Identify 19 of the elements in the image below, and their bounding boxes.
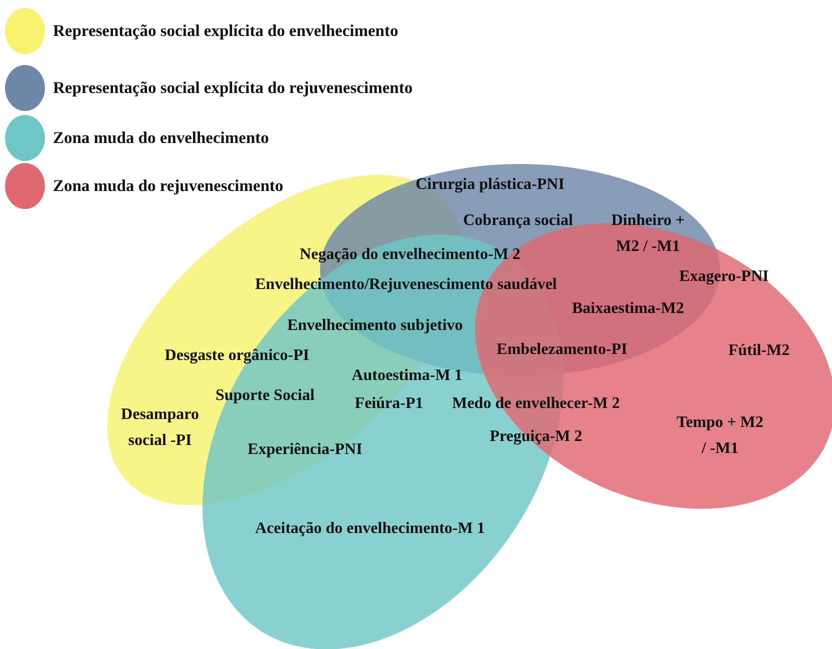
legend-label: Zona muda do rejuvenescimento bbox=[53, 176, 284, 196]
region-term: Dinheiro + M2 / -M1 bbox=[610, 211, 686, 257]
region-term: Tempo + M2 / -M1 bbox=[676, 413, 764, 459]
region-term: Feiúra-P1 bbox=[354, 394, 424, 414]
region-term: Autoestima-M 1 bbox=[352, 366, 462, 386]
region-term: Fútil-M2 bbox=[728, 341, 790, 361]
region-term: Baixaestima-M2 bbox=[572, 299, 684, 319]
region-term: Cobrança social bbox=[463, 211, 573, 231]
region-term: Aceitação do envelhecimento-M 1 bbox=[255, 519, 485, 539]
region-term: Experiência-PNI bbox=[248, 440, 362, 460]
region-term: Medo de envelhecer-M 2 bbox=[452, 394, 620, 414]
region-term: Embelezamento-PI bbox=[496, 340, 628, 360]
legend-label: Representação social explícita do rejuvenescimento bbox=[53, 78, 413, 98]
legend-label: Zona muda do envelhecimento bbox=[53, 128, 269, 148]
legend-label: Representação social explícita do envelhecimento bbox=[53, 21, 398, 41]
region-term: Preguiça-M 2 bbox=[490, 427, 582, 447]
region-term: Cirurgia plástica-PNI bbox=[416, 175, 564, 195]
region-term: Envelhecimento subjetivo bbox=[287, 316, 463, 336]
region-term: Desamparo social -PI bbox=[120, 405, 200, 451]
